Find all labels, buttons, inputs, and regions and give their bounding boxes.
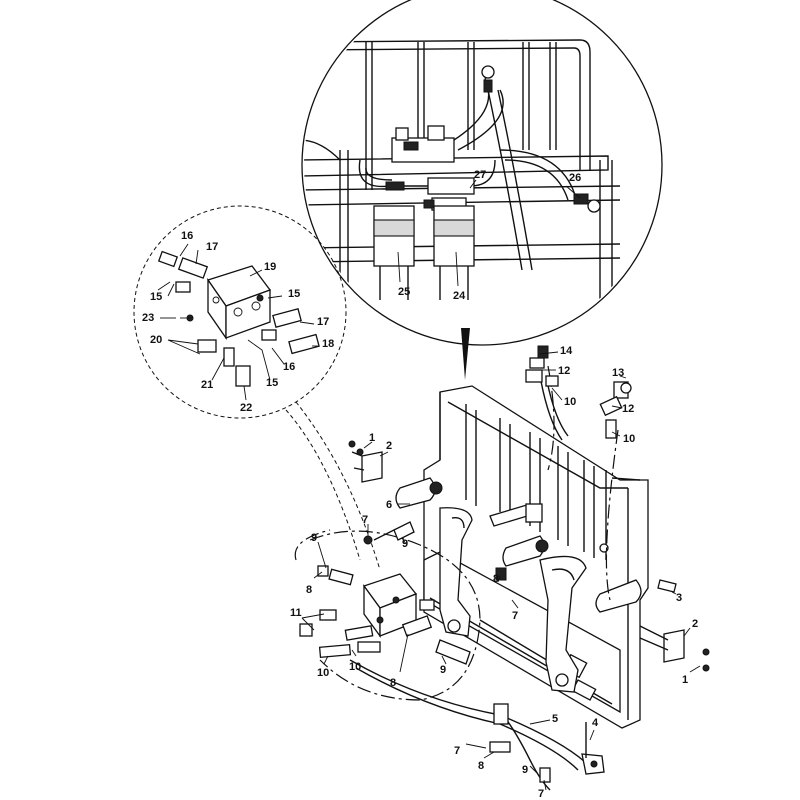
callout-17: 17: [206, 241, 218, 253]
callout-16: 16: [181, 230, 193, 242]
callout-8: 8: [493, 573, 499, 585]
callout-1: 1: [682, 674, 688, 686]
callout-14: 14: [560, 345, 573, 357]
callout-1: 1: [369, 432, 375, 444]
callout-10: 10: [349, 661, 361, 673]
callout-13: 13: [612, 367, 624, 379]
callout-7: 7: [454, 745, 460, 757]
callout-6: 6: [386, 499, 392, 511]
callout-7: 7: [538, 788, 544, 800]
callout-10: 10: [623, 433, 635, 445]
callout-3: 3: [676, 592, 682, 604]
callout-15: 15: [266, 377, 278, 389]
callout-8: 8: [390, 677, 396, 689]
leader-lines: [301, 351, 701, 791]
callout-27: 27: [474, 169, 486, 181]
detail-view-valve: [133, 205, 347, 419]
callout-16: 16: [283, 361, 295, 373]
callout-23: 23: [142, 312, 154, 324]
callout-4: 4: [592, 717, 599, 729]
callout-5: 5: [552, 713, 558, 725]
callout-24: 24: [453, 290, 466, 302]
callout-9: 9: [311, 532, 317, 544]
mount-hardware: [348, 440, 710, 758]
callout-7: 7: [512, 610, 518, 622]
callout-11: 11: [290, 607, 302, 619]
callout-15: 15: [150, 291, 162, 303]
callout-8: 8: [306, 584, 312, 596]
callout-21: 21: [201, 379, 213, 391]
callout-26: 26: [569, 172, 581, 184]
callout-9: 9: [440, 664, 446, 676]
callout-15: 15: [288, 288, 300, 300]
callout-12: 12: [558, 365, 570, 377]
detail-lead: [285, 409, 361, 561]
callout-19: 19: [264, 261, 276, 273]
callout-10: 10: [564, 396, 576, 408]
callout-17: 17: [317, 316, 329, 328]
callout-12: 12: [622, 403, 634, 415]
quick-attach-frame: [395, 385, 649, 729]
callout-9: 9: [402, 538, 408, 550]
callout-25: 25: [398, 286, 410, 298]
lower-valve-assembly: [294, 521, 605, 791]
callout-2: 2: [386, 440, 392, 452]
callout-18: 18: [322, 338, 334, 350]
detail-pointer: [461, 328, 470, 380]
callout-9: 9: [522, 764, 528, 776]
callout-labels: 27 26 25 24 16 17 19 15 15 23 17 20 18 1…: [142, 169, 698, 800]
detail-view-upper: [301, 0, 663, 346]
callout-8: 8: [478, 760, 484, 772]
callout-7: 7: [362, 514, 368, 526]
callout-2: 2: [692, 618, 698, 630]
callout-20: 20: [150, 334, 162, 346]
callout-22: 22: [240, 402, 252, 414]
callout-10: 10: [317, 667, 329, 679]
upper-hose-group: [525, 345, 632, 601]
